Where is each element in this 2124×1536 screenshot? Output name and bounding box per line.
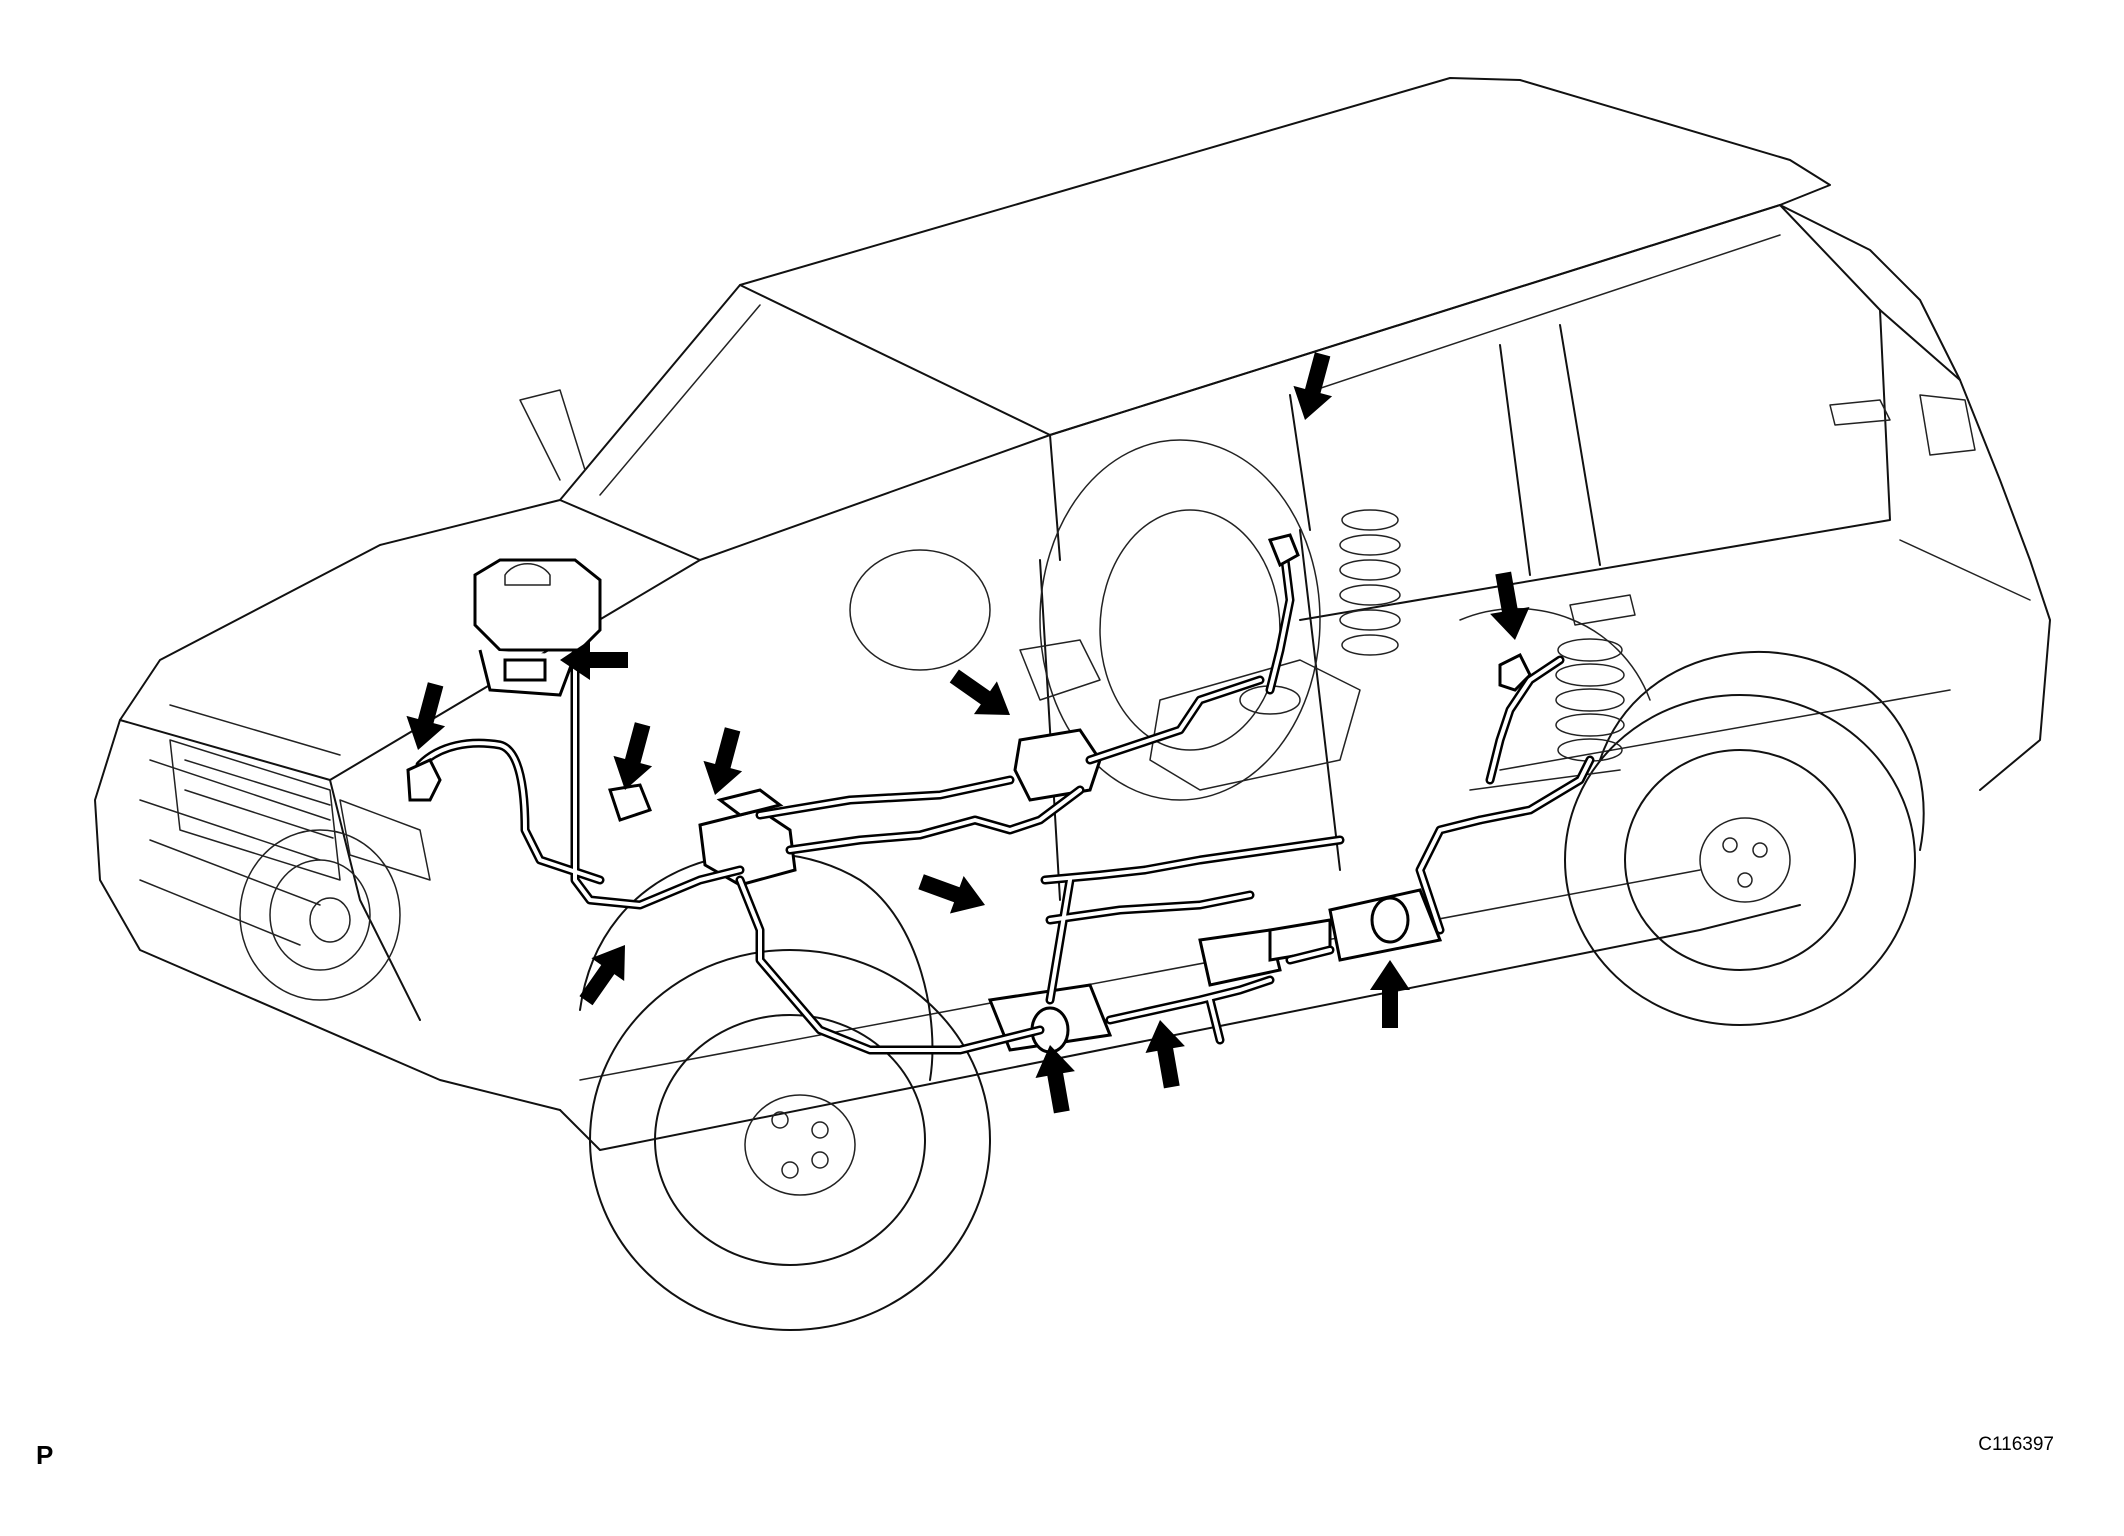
arrow-rear-right-hose-fitting <box>1490 571 1530 640</box>
brake-lines <box>415 555 1595 1055</box>
arrow-center-union <box>918 874 985 914</box>
vehicle-outline <box>94 77 2051 1151</box>
rear-wheel <box>1564 694 1916 1026</box>
arrow-front-suspension-union <box>579 945 625 1006</box>
figure-id: C116397 <box>1978 1434 2054 1455</box>
arrow-front-left-brake-hose-fitting <box>406 682 446 750</box>
underbody-component-3 <box>1328 888 1443 962</box>
brake-actuator <box>698 788 797 887</box>
load-sensing-valve <box>1013 728 1102 802</box>
arrow-master-cylinder-outlet <box>560 640 628 680</box>
arrow-pipe-joint-left-1 <box>613 722 653 790</box>
rear-differential <box>1149 659 1621 791</box>
front-wheel <box>589 949 991 1331</box>
hose-fittings <box>406 533 1532 822</box>
arrow-rear-valve-fitting <box>1035 1045 1075 1114</box>
rear-coil-spring-2 <box>1555 638 1625 762</box>
underbody-component-2 <box>1198 918 1332 987</box>
rear-coil-spring-1 <box>1339 509 1401 656</box>
arrow-actuator-inlet <box>949 669 1010 715</box>
arrow-underbody-union-1 <box>1145 1020 1185 1089</box>
page-label: P <box>36 1440 54 1470</box>
arrow-underbody-union-2 <box>1370 960 1410 1028</box>
front-brake-disc <box>239 829 401 1001</box>
master-cylinder-reservoir <box>473 558 602 697</box>
inspection-arrows <box>406 352 1530 1114</box>
arrow-rear-left-hose-fitting <box>1293 352 1333 420</box>
arrow-pipe-joint-left-2 <box>703 727 743 795</box>
